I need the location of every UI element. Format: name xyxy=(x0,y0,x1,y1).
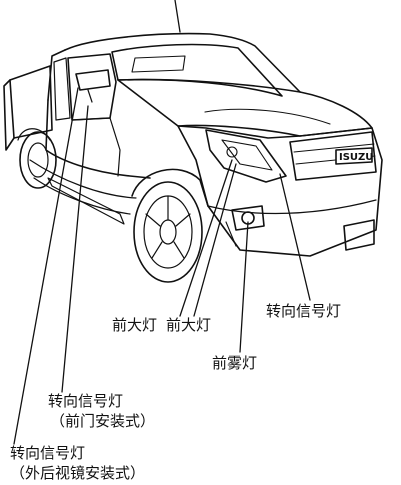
rear-wheel xyxy=(19,131,57,189)
label-door-turn-signal: 转向信号灯 xyxy=(48,392,124,410)
label-mirror-turn-signal: 转向信号灯 xyxy=(10,444,86,462)
grille xyxy=(289,131,377,181)
label-door-mount-note: （前门安装式） xyxy=(50,412,156,430)
label-fog-lamp: 前雾灯 xyxy=(212,354,258,372)
leader-lines xyxy=(13,87,311,445)
leader-headlamp-right xyxy=(193,163,237,317)
headlamp xyxy=(205,129,287,183)
front-wheel-arch xyxy=(131,168,209,207)
front-wheel xyxy=(133,181,203,283)
windshield xyxy=(111,43,283,97)
truck-bed xyxy=(9,65,53,139)
label-headlamp-left: 前大灯 xyxy=(112,316,158,334)
badge xyxy=(335,147,373,165)
side-mirror xyxy=(75,69,111,91)
front-door-window xyxy=(67,53,117,121)
front-fascia xyxy=(177,125,383,257)
leader-turn-signal xyxy=(279,173,311,301)
label-turn-signal: 转向信号灯 xyxy=(266,302,342,320)
leader-door-turn xyxy=(61,105,89,393)
body-side xyxy=(45,99,151,179)
leader-fog-lamp xyxy=(239,221,249,353)
side-step xyxy=(47,177,125,225)
badge-text: ISUZU xyxy=(339,152,373,163)
roof-outline xyxy=(64,32,301,93)
license-plate xyxy=(343,219,375,251)
hood xyxy=(117,78,373,137)
leader-headlamp-left xyxy=(179,159,233,317)
label-headlamp-right: 前大灯 xyxy=(166,316,212,334)
fog-lamp-housing xyxy=(231,205,265,231)
leader-mirror-turn xyxy=(13,87,79,445)
antenna xyxy=(174,0,181,33)
label-mirror-mount-note: （外后视镜安装式） xyxy=(10,464,146,482)
